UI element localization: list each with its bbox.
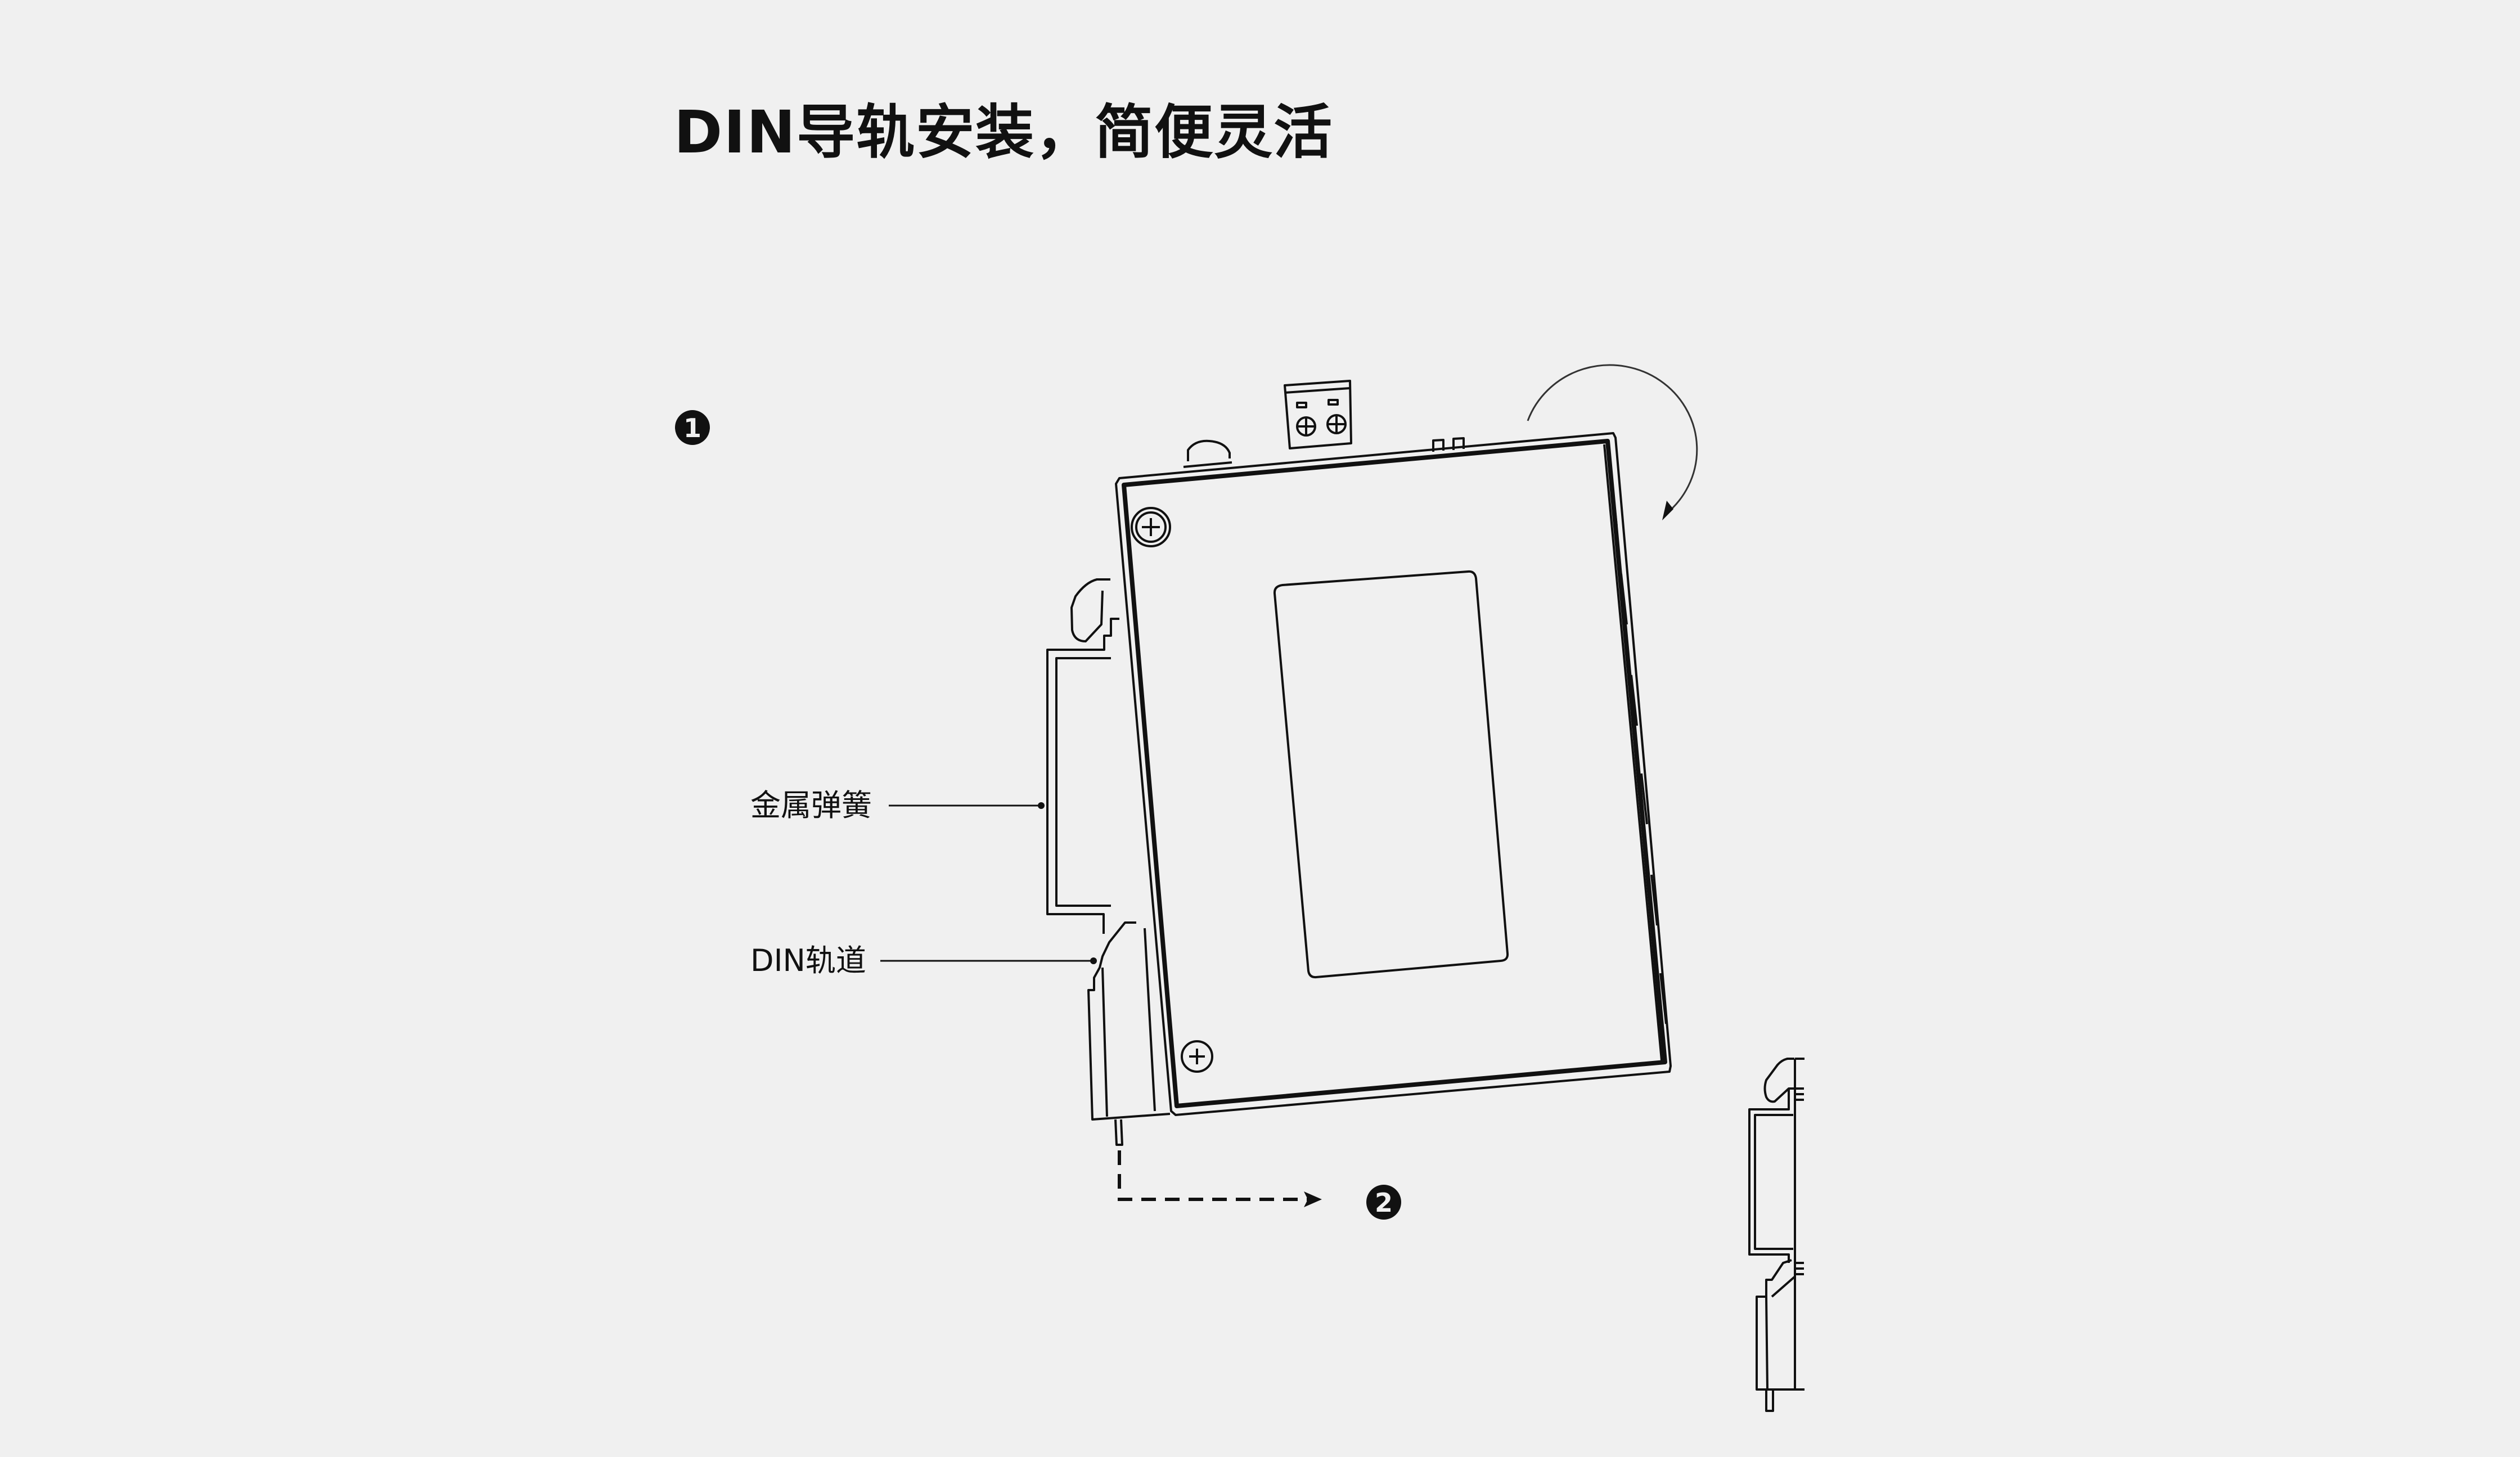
step-1-number: 1 (683, 413, 701, 443)
device-body (1115, 380, 1672, 1116)
screw-icon (1131, 507, 1171, 547)
terminal-block (1284, 380, 1352, 449)
rail-label: DIN轨道 (750, 943, 866, 978)
rail-detail-view (1748, 1058, 1804, 1412)
push-direction-arrow-icon (1118, 1150, 1322, 1207)
step-2-badge: 2 (1366, 1185, 1401, 1220)
label-window (1273, 570, 1509, 979)
din-clip-assembly (1038, 578, 1171, 1146)
step-2-number: 2 (1375, 1188, 1393, 1218)
page-title: DIN导轨安装，简便灵活 (674, 98, 1334, 167)
screw-icon (1181, 1040, 1213, 1073)
spring-label: 金属弹簧 (750, 788, 872, 823)
step-1-badge: 1 (675, 410, 710, 445)
ground-knob (1183, 439, 1232, 468)
rotate-arrow-icon (1527, 364, 1698, 520)
